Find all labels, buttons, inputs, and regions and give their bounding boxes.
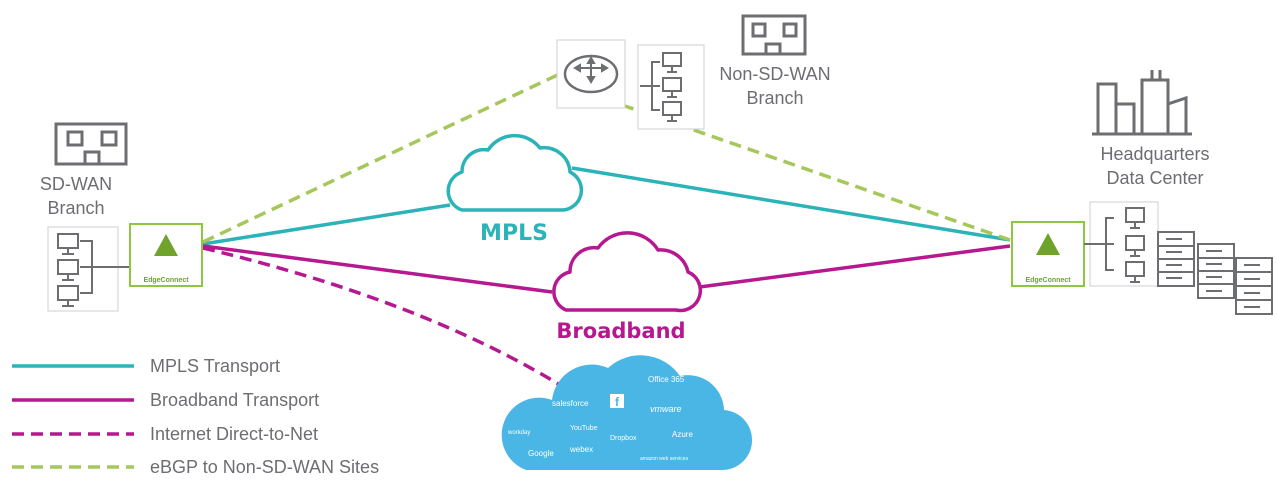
saas-cloud: Office 365 salesforce f vmware YouTube D… bbox=[501, 355, 753, 471]
mpls-cloud: MPLS bbox=[446, 133, 584, 246]
saas-logo-facebook-box bbox=[610, 394, 624, 408]
non-sdwan-branch: Non-SD-WAN Branch bbox=[556, 14, 831, 130]
broadband-cloud-shape bbox=[552, 231, 703, 313]
hq-label-line2: Data Center bbox=[1106, 168, 1203, 188]
broadband-link-left bbox=[202, 244, 553, 294]
legend-item-internet: Internet Direct-to-Net bbox=[12, 424, 318, 444]
non-sdwan-branch-label-line1: Non-SD-WAN bbox=[719, 64, 830, 84]
saas-logo-youtube: YouTube bbox=[570, 425, 598, 432]
broadband-link-right bbox=[691, 244, 1011, 290]
router-icon bbox=[556, 39, 626, 109]
saas-cloud-shape bbox=[501, 355, 753, 471]
saas-logo-aws: amazon web services bbox=[640, 456, 689, 462]
edgeconnect-right-label: EdgeConnect bbox=[1025, 277, 1071, 284]
internet-direct-link bbox=[202, 246, 561, 387]
sdwan-branch-label-line2: Branch bbox=[47, 198, 104, 218]
mpls-link-right bbox=[571, 166, 1011, 242]
saas-logo-workday: workday bbox=[507, 430, 530, 436]
saas-logo-google: Google bbox=[528, 449, 554, 458]
mpls-link-left bbox=[202, 203, 451, 246]
non-sdwan-building-icon bbox=[741, 14, 807, 56]
legend-item-mpls: MPLS Transport bbox=[12, 356, 280, 376]
legend-label-broadband: Broadband Transport bbox=[150, 390, 319, 410]
edgeconnect-left: EdgeConnect bbox=[129, 223, 203, 287]
saas-logo-dropbox: Dropbox bbox=[610, 435, 637, 442]
hq-label-line1: Headquarters bbox=[1100, 144, 1209, 164]
non-sdwan-branch-label-line2: Branch bbox=[746, 88, 803, 108]
hq-network-icon bbox=[1084, 201, 1159, 287]
sdwan-building-icon bbox=[54, 122, 128, 166]
sdwan-branch: SD-WAN Branch EdgeConnect bbox=[40, 122, 203, 312]
legend-item-ebgp: eBGP to Non-SD-WAN Sites bbox=[12, 457, 379, 477]
saas-logo-facebook: f bbox=[615, 395, 620, 409]
mpls-cloud-shape bbox=[446, 133, 584, 212]
broadband-cloud-label: Broadband bbox=[556, 319, 685, 343]
saas-logo-webex: webex bbox=[569, 445, 593, 454]
edgeconnect-right-triangle-icon bbox=[1036, 233, 1060, 255]
saas-logo-office365: Office 365 bbox=[648, 375, 685, 384]
saas-logo-azure: Azure bbox=[672, 430, 693, 439]
legend-item-broadband: Broadband Transport bbox=[12, 390, 319, 410]
ebgp-link-left bbox=[202, 60, 586, 244]
edgeconnect-left-triangle-icon bbox=[154, 234, 178, 256]
broadband-cloud: Broadband bbox=[552, 231, 703, 343]
legend-label-mpls: MPLS Transport bbox=[150, 356, 280, 376]
server-rack-2 bbox=[1197, 243, 1235, 299]
edgeconnect-left-label: EdgeConnect bbox=[143, 277, 189, 284]
server-rack-3 bbox=[1235, 257, 1273, 315]
mpls-cloud-label: MPLS bbox=[480, 221, 548, 246]
edgeconnect-right: EdgeConnect bbox=[1011, 221, 1085, 287]
server-rack-icons bbox=[1157, 231, 1273, 315]
non-sdwan-network-icon bbox=[637, 44, 705, 130]
sdwan-branch-label-line1: SD-WAN bbox=[40, 174, 112, 194]
sdwan-network-icon bbox=[47, 226, 130, 312]
hq-datacenter: Headquarters Data Center EdgeConnect bbox=[1011, 70, 1273, 315]
saas-logo-salesforce: salesforce bbox=[552, 399, 589, 408]
saas-logo-vmware: vmware bbox=[650, 404, 682, 414]
hq-buildings-icon bbox=[1092, 70, 1192, 136]
legend: MPLS Transport Broadband Transport Inter… bbox=[12, 356, 379, 477]
legend-label-internet: Internet Direct-to-Net bbox=[150, 424, 318, 444]
legend-label-ebgp: eBGP to Non-SD-WAN Sites bbox=[150, 457, 379, 477]
server-rack-1 bbox=[1157, 231, 1195, 287]
